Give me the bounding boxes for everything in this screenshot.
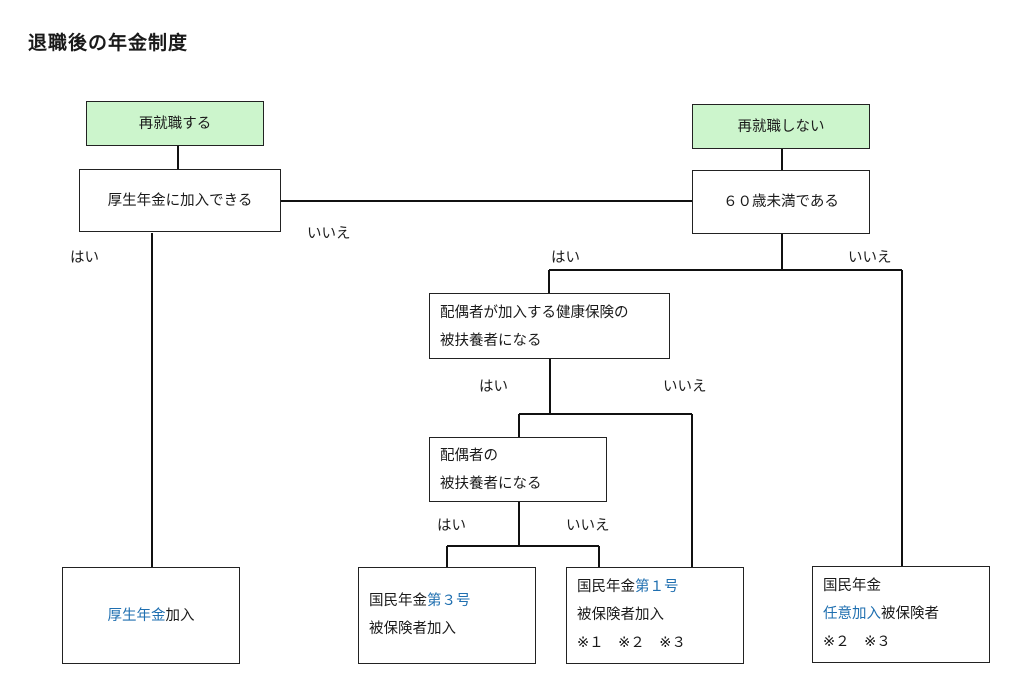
no-reemploy-text: 再就職しない	[737, 118, 825, 135]
spouse-health-line2: 被扶養者になる	[440, 333, 542, 349]
kokumin3-prefix: 国民年金	[369, 593, 427, 609]
reemploy-text: 再就職する	[138, 115, 212, 132]
label-no-spouse-health: いいえ	[663, 379, 707, 395]
kokumin3-line2: 被保険者加入	[369, 621, 456, 637]
label-yes-under60: はい	[551, 250, 580, 266]
kosei-question-box: 厚生年金に加入できる	[79, 169, 281, 232]
spouse-dep-line2: 被扶養者になる	[440, 476, 542, 492]
spouse-dependent-question-box: 配偶者の 被扶養者になる	[429, 437, 607, 502]
voluntary-highlight: 任意加入	[823, 606, 881, 622]
kosei-join-highlight: 厚生年金	[107, 607, 166, 624]
spouse-health-line1: 配偶者が加入する健康保険の	[440, 305, 629, 321]
no-reemploy-box: 再就職しない	[692, 104, 870, 149]
spouse-health-question-box: 配偶者が加入する健康保険の 被扶養者になる	[429, 293, 670, 359]
label-no-kosei: いいえ	[307, 226, 351, 242]
voluntary-line1: 国民年金	[823, 578, 881, 594]
reemploy-box: 再就職する	[86, 101, 264, 146]
kokumin3-box: 国民年金第３号 被保険者加入	[358, 567, 536, 664]
label-yes-spouse-health: はい	[479, 379, 508, 395]
kokumin1-prefix: 国民年金	[577, 579, 635, 595]
under60-question-box: ６０歳未満である	[692, 170, 870, 234]
label-no-spouse-dep: いいえ	[566, 518, 610, 534]
kokumin1-highlight: 第１号	[635, 579, 679, 595]
voluntary-line2: 任意加入被保険者	[813, 600, 989, 628]
voluntary-notes: ※２ ※３	[823, 634, 891, 650]
voluntary-rest: 被保険者	[881, 606, 939, 622]
label-yes-spouse-dep: はい	[437, 518, 466, 534]
kosei-join-rest: 加入	[165, 607, 195, 624]
under60-question-text: ６０歳未満である	[723, 194, 839, 210]
page-title: 退職後の年金制度	[28, 32, 189, 54]
voluntary-box: 国民年金 任意加入被保険者 ※２ ※３	[812, 566, 990, 663]
spouse-dep-line1: 配偶者の	[440, 448, 498, 464]
kosei-join-box: 厚生年金加入	[62, 567, 240, 664]
label-no-under60: いいえ	[848, 250, 892, 266]
kokumin1-box: 国民年金第１号 被保険者加入 ※１ ※２ ※３	[566, 567, 744, 664]
kokumin1-line1: 国民年金第１号	[567, 573, 743, 601]
label-yes-kosei: はい	[70, 250, 99, 266]
kokumin3-highlight: 第３号	[427, 593, 471, 609]
kokumin3-line1: 国民年金第３号	[359, 587, 535, 615]
kokumin1-notes: ※１ ※２ ※３	[577, 635, 686, 651]
kosei-question-text: 厚生年金に加入できる	[107, 192, 253, 209]
kokumin1-line2: 被保険者加入	[577, 607, 664, 623]
